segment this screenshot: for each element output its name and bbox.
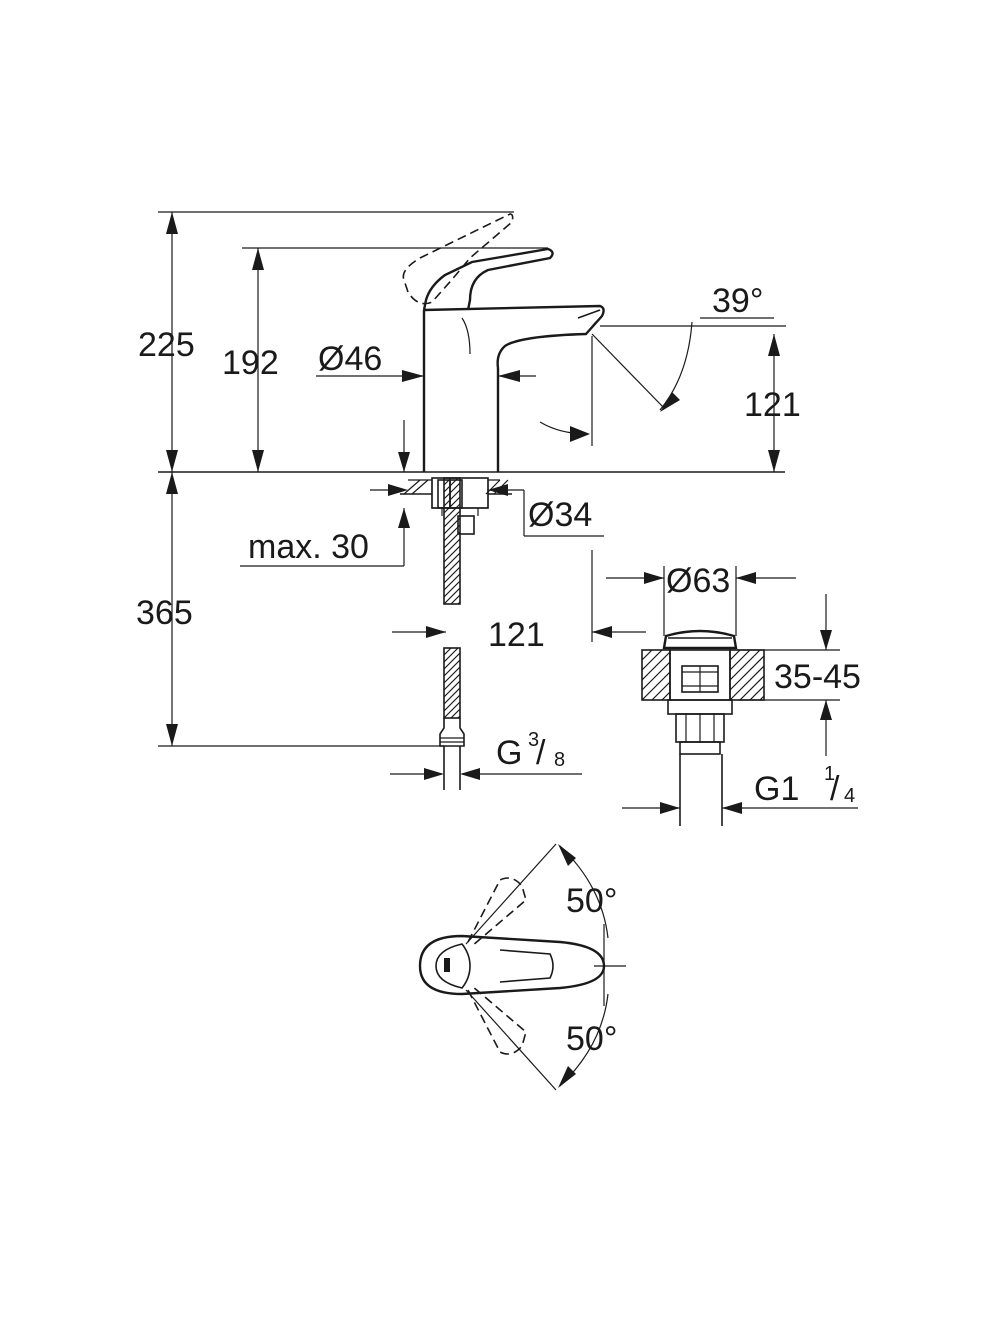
connection-thread-slash: / [536,734,546,772]
waste-thread-slash: / [830,770,840,808]
hose-length-label: 365 [136,594,193,632]
connection-thread-denominator: 8 [554,749,565,771]
waste-diameter-label: Ø63 [666,562,730,600]
max-deck-label: max. 30 [248,528,369,566]
spout-height-label: 121 [744,386,801,424]
body-diameter-label: Ø46 [318,340,382,378]
dimension-225-label: 225 [138,326,195,364]
dimension-lines [158,211,786,780]
waste-thread-numerator: 1 [824,763,835,785]
lever-angle-lower-label: 50° [566,1020,617,1058]
spout-reach-label: 121 [488,616,545,654]
spout-angle-label: 39° [712,282,763,320]
waste-dimension-lines [606,566,858,814]
faucet-side-view [158,213,785,790]
faucet-top-view [418,843,626,1091]
waste-thread-label: G1 [754,770,799,808]
connection-thread-label: G [496,734,522,772]
connection-thread-numerator: 3 [528,729,539,751]
lever-angle-upper-label: 50° [566,882,617,920]
dimension-192-label: 192 [222,344,279,382]
hole-diameter-label: Ø34 [528,496,592,534]
deck-thickness-label: 35-45 [774,658,861,696]
waste-valve-view [641,629,765,826]
waste-thread-denominator: 4 [844,785,855,807]
